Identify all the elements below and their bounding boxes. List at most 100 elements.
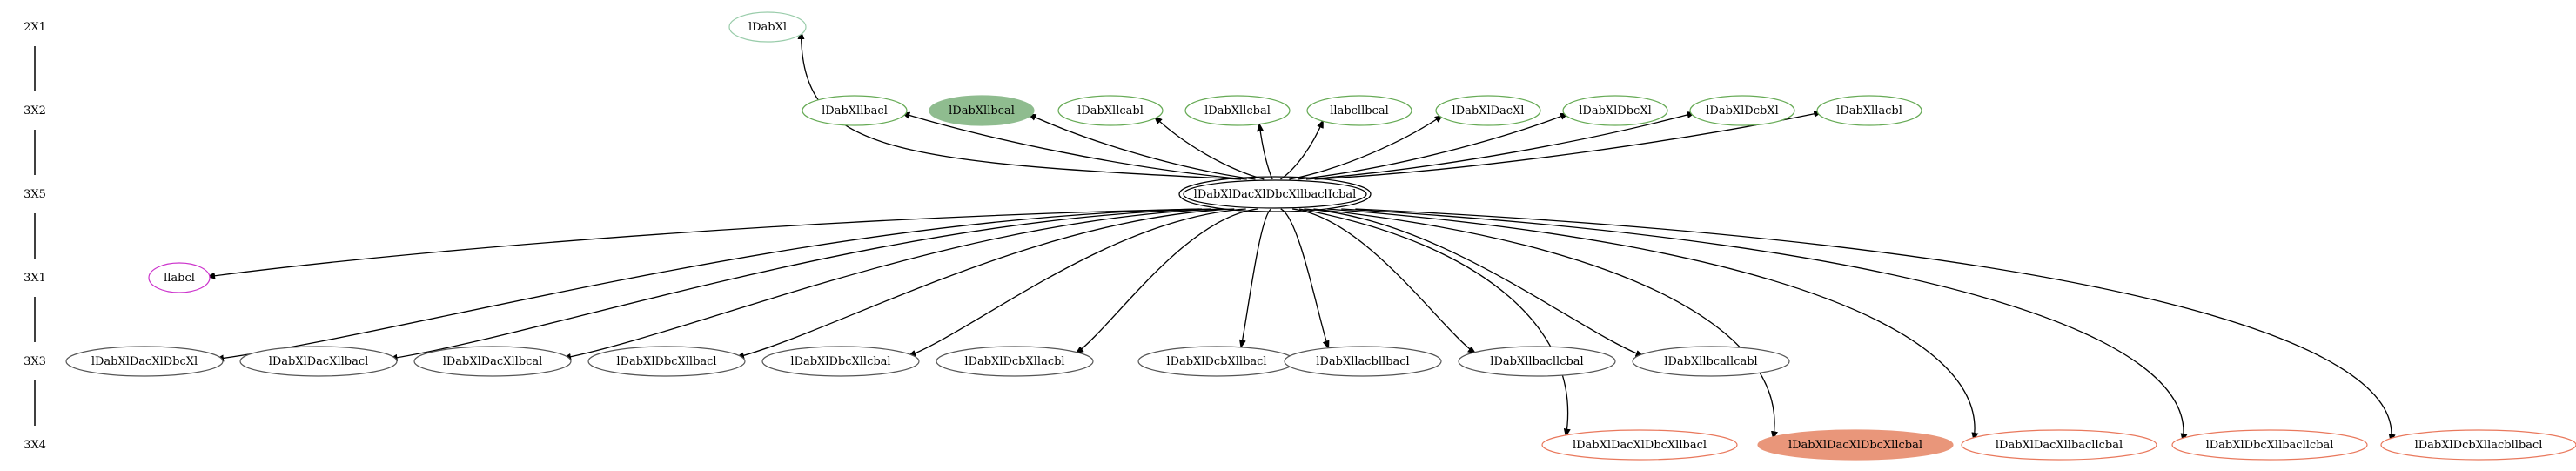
rank-label: 3X3	[23, 355, 46, 368]
node-shape	[929, 95, 1035, 126]
node-label: lDabXllcbal	[1204, 104, 1271, 118]
graph-node-n20[interactable]: lDabXllbcallcabl	[1632, 346, 1790, 377]
node-label: lDabXllcabl	[1077, 104, 1144, 118]
center-node[interactable]: lDabXlDacXlDbcXllbaclIcbal	[1178, 176, 1372, 212]
node-shape	[1816, 95, 1922, 126]
node-shape	[1632, 346, 1790, 377]
node-shape	[1306, 95, 1412, 126]
graph-edge	[1257, 122, 1273, 180]
rank-label: 3X1	[23, 272, 46, 285]
node-shape	[1057, 95, 1164, 126]
node-shape	[65, 346, 224, 377]
graph-node-n0[interactable]: lDabXl	[728, 11, 807, 43]
graph-edge	[1289, 114, 1444, 180]
node-label: lDabXllbcal	[949, 104, 1015, 118]
node-shape	[802, 95, 908, 126]
node-label: lDabXlDcbXllbacl	[1166, 355, 1266, 368]
graph-edge	[388, 208, 1211, 361]
node-label: lDabXllacbl	[1836, 104, 1902, 118]
graph-node-n5[interactable]: llabcllbcal	[1306, 95, 1412, 126]
graph-edge	[1327, 208, 1979, 441]
graph-node-n13[interactable]: lDabXlDacXllbcal	[413, 346, 572, 377]
node-label: lDabXlDbcXl	[1579, 104, 1652, 118]
node-label: lDabXlDacXlDbcXllcbal	[1788, 439, 1922, 452]
node-shape	[2380, 429, 2576, 461]
graph-edge	[1298, 208, 1571, 438]
graph-node-n8[interactable]: lDabXlDcbXl	[1689, 95, 1795, 126]
node-label: lDabXlDcbXl	[1706, 104, 1779, 118]
graph-node-n17[interactable]: lDabXlDcbXllbacl	[1137, 346, 1296, 377]
graph-edge	[1355, 208, 2396, 443]
graph-node-n2[interactable]: lDabXllbcal	[929, 95, 1035, 126]
graph-edge	[562, 208, 1224, 360]
node-shape	[587, 346, 746, 377]
graph-edge	[1292, 208, 1477, 354]
graph-edge	[797, 30, 1242, 180]
graph-node-n21[interactable]: lDabXlDacXlDbcXllbacl	[1541, 429, 1738, 461]
edges	[206, 30, 2396, 443]
node-label: lDabXl	[748, 21, 787, 34]
graph-node-n9[interactable]: lDabXllacbl	[1816, 95, 1922, 126]
graph-edge	[215, 208, 1200, 362]
center-node-outer-ring	[1178, 176, 1372, 212]
node-shape	[1757, 429, 1954, 461]
graph-node-n12[interactable]: lDabXlDacXllbacl	[239, 346, 398, 377]
graph-node-n11[interactable]: lDabXlDacXlDbcXl	[65, 346, 224, 377]
node-shape	[1284, 346, 1442, 377]
graph-node-n25[interactable]: lDabXlDcbXllacbllbacl	[2380, 429, 2576, 461]
node-shape	[1689, 95, 1795, 126]
graph-edge	[901, 111, 1247, 180]
node-label: lDabXlDbcXllbacl	[616, 355, 716, 368]
center-node-label: lDabXlDacXlDbcXllbaclIcbal	[1194, 188, 1357, 201]
graph-node-n6[interactable]: lDabXlDacXl	[1435, 95, 1541, 126]
graph-edge	[1341, 208, 2188, 442]
node-label: lDabXllbacllcbal	[1490, 355, 1583, 368]
graph-edge	[1305, 111, 1696, 180]
graph-edge	[735, 208, 1235, 360]
graph-node-n10[interactable]: llabcl	[148, 262, 211, 293]
node-shape	[1184, 95, 1291, 126]
graph-edge	[1027, 113, 1256, 180]
graph-node-n3[interactable]: lDabXllcabl	[1057, 95, 1164, 126]
nodes: lDabXl lDabXllbacl lDabXllbcal lDabXllcabl l…	[65, 11, 2576, 461]
graph-edge	[1304, 208, 1645, 357]
node-label: lDabXlDacXlDbcXl	[91, 355, 198, 368]
graph-node-n24[interactable]: lDabXlDbcXllbacllcbal	[2171, 429, 2368, 461]
graph-node-n1[interactable]: lDabXllbacl	[802, 95, 908, 126]
graph-edge	[1313, 208, 1778, 441]
graph-edge	[1280, 119, 1325, 180]
node-shape	[1458, 346, 1616, 377]
node-label: lDabXllbacl	[822, 104, 888, 118]
node-shape	[1562, 95, 1668, 126]
node-shape	[148, 262, 211, 293]
graph-edge	[1075, 208, 1258, 354]
graph-node-n7[interactable]: lDabXlDbcXl	[1562, 95, 1668, 126]
node-label: lDabXllbcallcabl	[1664, 355, 1757, 368]
graph-node-n15[interactable]: lDabXlDbcXllcbal	[761, 346, 920, 377]
node-label: lDabXlDacXllbacllcbal	[1996, 439, 2123, 452]
rank-label: 3X5	[23, 188, 46, 201]
center-node-inner-ring	[1183, 179, 1367, 209]
node-label: llabcllbcal	[1330, 104, 1389, 118]
node-label: lDabXlDacXllbcal	[443, 355, 543, 368]
rank-label: 2X1	[23, 21, 46, 34]
graph-node-n16[interactable]: lDabXlDcbXllacbl	[936, 346, 1094, 377]
node-label: lDabXlDbcXllbacllcbal	[2206, 439, 2334, 452]
node-label: lDabXlDbcXllcbal	[790, 355, 890, 368]
graph-node-n19[interactable]: lDabXllbacllcbal	[1458, 346, 1616, 377]
node-shape	[1961, 429, 2157, 461]
node-shape	[239, 346, 398, 377]
graph-node-n23[interactable]: lDabXlDacXllbacllcbal	[1961, 429, 2157, 461]
node-label: lDabXlDacXlDbcXllbacl	[1573, 439, 1707, 452]
node-label: llabcl	[164, 272, 195, 285]
node-label: lDabXlDacXllbacl	[269, 355, 369, 368]
graph-node-n22[interactable]: lDabXlDacXlDbcXllcbal	[1757, 429, 1954, 461]
graph-node-n18[interactable]: lDabXllacbllbacl	[1284, 346, 1442, 377]
node-shape	[413, 346, 572, 377]
graph-node-n4[interactable]: lDabXllcbal	[1184, 95, 1291, 126]
node-label: lDabXlDcbXllacbllbacl	[2415, 439, 2543, 452]
node-label: lDabXlDcbXllacbl	[964, 355, 1064, 368]
graph-node-n14[interactable]: lDabXlDbcXllbacl	[587, 346, 746, 377]
